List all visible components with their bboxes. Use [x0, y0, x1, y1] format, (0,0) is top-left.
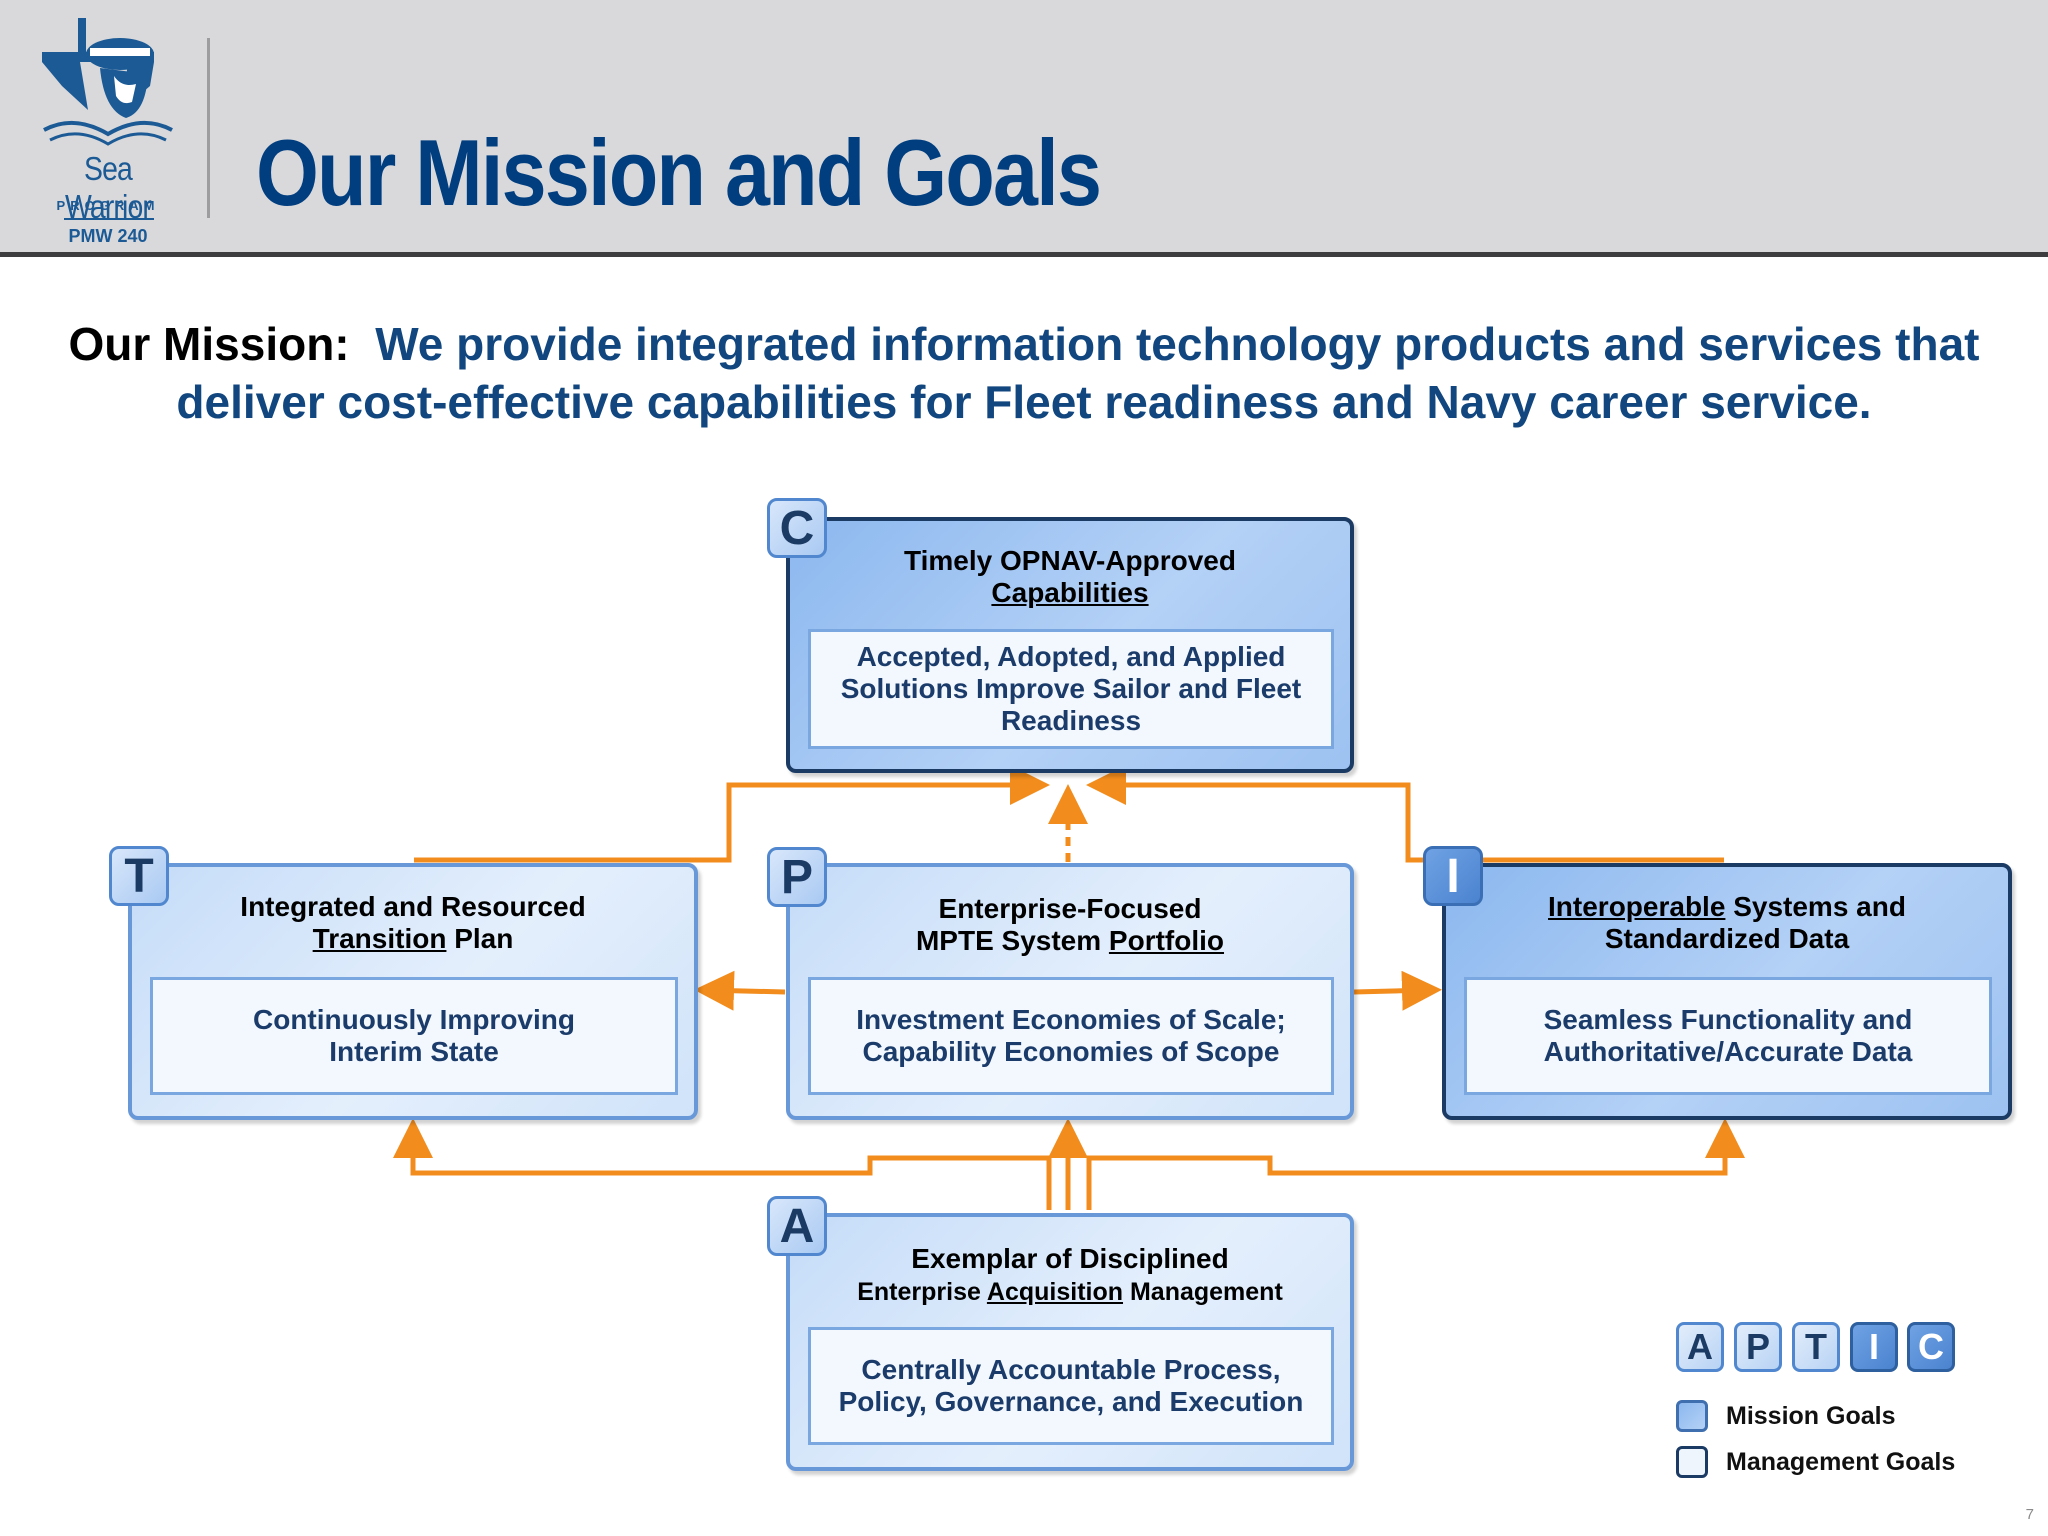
goal-title: Integrated and Resourced Transition Plan	[240, 891, 586, 954]
logo-rule	[64, 218, 154, 220]
legend-swatch-management	[1676, 1446, 1708, 1478]
connector-p-to-i	[1353, 970, 1442, 1011]
goal-box-capabilities: Timely OPNAV-Approved Capabilities Accep…	[786, 517, 1354, 773]
badge-p: P	[767, 847, 827, 907]
goal-title: Enterprise-Focused MPTE System Portfolio	[915, 893, 1225, 956]
legend-badge-p: P	[1734, 1322, 1782, 1372]
connector-i-to-c	[1086, 765, 1724, 863]
header-divider	[207, 38, 210, 218]
mission-text: We provide integrated information techno…	[176, 318, 1980, 428]
goal-title: Exemplar of Disciplined Enterprise Acqui…	[857, 1243, 1283, 1306]
sea-warrior-logo: Sea Warrior PROGRAM PMW 240	[28, 14, 188, 246]
legend-label-mission: Mission Goals	[1726, 1402, 1896, 1430]
goal-detail: Investment Economies of Scale;Capability…	[808, 977, 1334, 1095]
legend-badge-c: C	[1907, 1322, 1955, 1372]
legend-label-management: Management Goals	[1726, 1448, 1956, 1476]
badge-a: A	[767, 1196, 827, 1256]
goal-box-transition: Integrated and Resourced Transition Plan…	[128, 863, 698, 1120]
sailor-emblem-icon	[42, 18, 173, 146]
badge-c: C	[767, 498, 827, 558]
goal-box-portfolio: Enterprise-Focused MPTE System Portfolio…	[786, 863, 1354, 1120]
mission-statement: Our Mission: We provide integrated infor…	[40, 315, 2008, 431]
logo-pmw-code: PMW 240	[68, 226, 148, 246]
legend-badge-t: T	[1792, 1322, 1840, 1372]
legend-badge-a: A	[1676, 1322, 1724, 1372]
legend-badge-i: I	[1850, 1322, 1898, 1372]
goal-box-acquisition: Exemplar of Disciplined Enterprise Acqui…	[786, 1213, 1354, 1471]
connector-p-to-t	[694, 970, 786, 1011]
goal-title: Timely OPNAV-Approved Capabilities	[904, 545, 1236, 608]
badge-t: T	[109, 846, 169, 906]
mission-label: Our Mission:	[68, 318, 350, 370]
legend-swatch-mission	[1676, 1400, 1708, 1432]
logo-program-text: PROGRAM	[56, 198, 160, 213]
connector-a-to-t	[393, 1118, 1052, 1210]
page-number: 7	[2025, 1506, 2034, 1523]
connector-a-to-i	[1086, 1118, 1745, 1210]
badge-i: I	[1423, 846, 1483, 906]
goal-box-interoperable: Interoperable Systems and Standardized D…	[1442, 863, 2012, 1120]
page-title: Our Mission and Goals	[256, 120, 1102, 225]
connector-t-to-c	[414, 765, 1050, 863]
goal-detail: Accepted, Adopted, and Applied Solutions…	[808, 629, 1334, 749]
slide-header: Sea Warrior PROGRAM PMW 240 Our Mission …	[0, 0, 2048, 257]
goal-detail: Centrally Accountable Process,Policy, Go…	[808, 1327, 1334, 1445]
goal-title: Interoperable Systems and Standardized D…	[1548, 891, 1906, 954]
